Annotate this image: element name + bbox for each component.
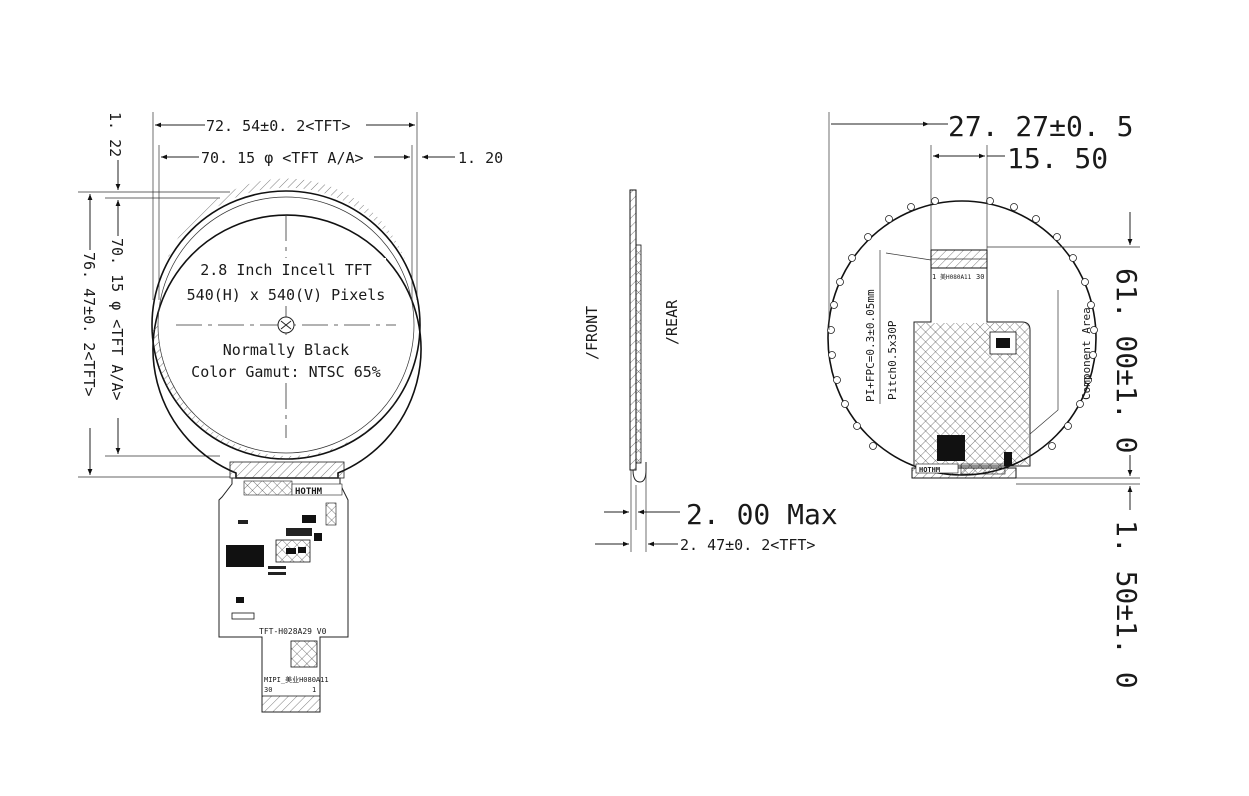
rear-view: 1 美H080A11 30 HOTHM PI+FPC=0.3±0.05mm Pi… — [827, 110, 1143, 689]
display-mode: Normally Black — [223, 341, 349, 359]
fpc-brand: HOTHM — [295, 487, 323, 497]
note-fpc-thickness: PI+FPC=0.3±0.05mm — [864, 289, 877, 402]
dim-outline-width: 72. 54±0. 2<TFT> — [206, 117, 351, 135]
dim-fpc-length: 61. 00±1. 0 — [1110, 268, 1143, 453]
dim-fpc-offset: 27. 27±0. 5 — [948, 110, 1133, 143]
connector-pin-last: 30 — [976, 273, 984, 281]
dim-fpc-bend: 1. 50±1. 0 — [1110, 520, 1143, 689]
note-component-area: Component Area — [1080, 307, 1093, 400]
dim-edge-offset-right: 1. 20 — [458, 149, 503, 167]
dim-edge-offset-top: 1. 22 — [106, 112, 124, 157]
rear-chip-label: HOTHM — [919, 466, 940, 474]
fpc-tail-label: MIPI_美业H080A11 — [264, 675, 329, 684]
display-resolution: 540(H) x 540(V) Pixels — [187, 286, 386, 304]
display-gamut: Color Gamut: NTSC 65% — [191, 363, 381, 381]
connector-pin-first: 1 — [932, 273, 936, 281]
connector-label: 美H080A11 — [940, 273, 972, 281]
fpc-part-number: TFT-H028A29 V0 — [259, 627, 327, 636]
side-label-front: /FRONT — [583, 306, 601, 360]
side-view: /FRONT /REAR 2. 00 Max 2. 47±0. 2<TFT> — [583, 189, 838, 554]
display-title: 2.8 Inch Incell TFT — [200, 261, 372, 279]
dim-fpc-width: 15. 50 — [1007, 142, 1108, 175]
dim-active-area-width: 70. 15 φ <TFT A/A> — [201, 149, 364, 167]
fpc-pin-last: 1 — [312, 686, 316, 694]
fpc-pin-first: 30 — [264, 686, 272, 694]
front-view: 72. 54±0. 2<TFT> 70. 15 φ <TFT A/A> 1. 2… — [78, 112, 503, 713]
dim-thickness-total: 2. 47±0. 2<TFT> — [680, 536, 815, 554]
dim-thickness-max: 2. 00 Max — [686, 498, 838, 531]
note-pitch: Pitch0.5x30P — [886, 320, 899, 400]
dim-outline-height: 76. 47±0. 2<TFT> — [80, 252, 98, 397]
dim-active-area-height: 70. 15 φ <TFT A/A> — [108, 238, 126, 401]
display-outline — [152, 214, 422, 479]
side-label-rear: /REAR — [663, 299, 681, 345]
